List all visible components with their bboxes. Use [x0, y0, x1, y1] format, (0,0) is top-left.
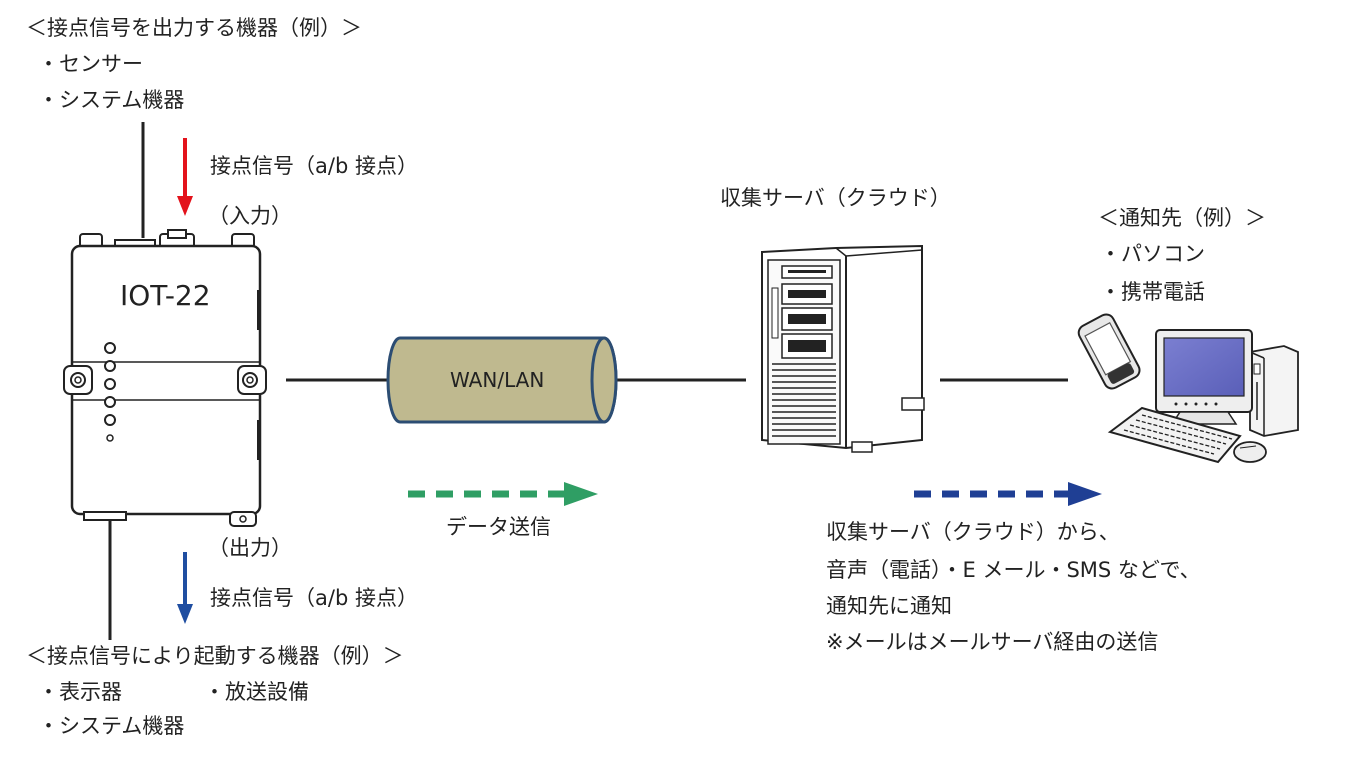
notify-line-3: 通知先に通知 — [826, 594, 952, 618]
server-label: 収集サーバ（クラウド） — [720, 186, 951, 210]
smartphone-icon — [1077, 313, 1141, 390]
output-device-system: ・システム機器 — [38, 714, 185, 738]
led-3 — [104, 378, 116, 390]
input-signal-label: 接点信号（a/b 接点） — [210, 154, 418, 178]
notify-line-1: 収集サーバ（クラウド）から、 — [826, 520, 1120, 544]
output-device-display: ・表示器 — [38, 680, 122, 704]
notify-arrow — [914, 482, 1102, 506]
device-name: IOT-22 — [120, 279, 211, 312]
input-direction-label: （入力） — [208, 204, 292, 228]
targets-heading: ＜通知先（例）＞ — [1098, 206, 1266, 230]
data-send-label: データ送信 — [446, 515, 551, 539]
iot22-device[interactable] — [63, 229, 267, 527]
led-6 — [106, 434, 114, 442]
output-device-broadcast: ・放送設備 — [204, 680, 309, 704]
data-send-arrow — [408, 482, 598, 506]
network-label: WAN/LAN — [450, 368, 545, 392]
input-devices-heading: ＜接点信号を出力する機器（例）＞ — [26, 16, 362, 40]
led-4 — [104, 396, 116, 408]
pc-icon — [1107, 329, 1299, 464]
target-mobile: ・携帯電話 — [1100, 280, 1205, 304]
network-cylinder — [386, 336, 618, 424]
output-arrow — [177, 552, 193, 624]
input-device-sensor: ・センサー — [38, 52, 143, 76]
input-device-system: ・システム機器 — [38, 88, 185, 112]
led-1 — [104, 342, 116, 354]
led-2 — [104, 360, 116, 372]
input-arrow — [177, 138, 193, 216]
target-pc: ・パソコン — [1100, 242, 1205, 266]
led-5 — [104, 414, 116, 426]
output-signal-label: 接点信号（a/b 接点） — [210, 586, 418, 610]
server-tower — [761, 244, 925, 453]
notify-line-2: 音声（電話）・E メール・SMS などで、 — [826, 558, 1201, 582]
output-devices-heading: ＜接点信号により起動する機器（例）＞ — [26, 644, 404, 668]
notify-line-4: ※メールはメールサーバ経由の送信 — [826, 630, 1159, 654]
output-direction-label: （出力） — [208, 536, 292, 560]
